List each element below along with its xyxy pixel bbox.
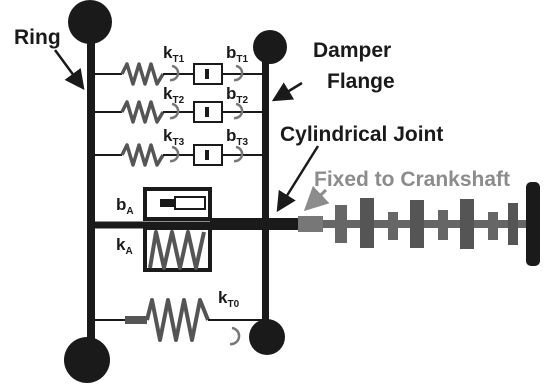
symbol-ba: bA bbox=[116, 195, 134, 217]
spring-ka bbox=[148, 230, 206, 270]
flange-mass-bottom bbox=[249, 319, 285, 355]
symbol-ka: kA bbox=[116, 235, 133, 257]
spring-kt2 bbox=[120, 100, 165, 124]
cylindrical-joint-shaft bbox=[210, 216, 323, 232]
crankshaft-flywheel bbox=[526, 182, 540, 266]
flange-structure bbox=[249, 30, 287, 355]
torsional-row-3 bbox=[95, 143, 262, 167]
crankshaft-arrow bbox=[303, 185, 330, 212]
spring-kt3 bbox=[120, 143, 165, 167]
torsional-row-0 bbox=[95, 298, 262, 342]
symbol-kt1: kT1 bbox=[163, 43, 185, 65]
symbol-bt2: bT2 bbox=[226, 84, 248, 106]
ring-structure bbox=[64, 0, 112, 383]
ring-mass-top bbox=[68, 0, 112, 44]
ring-bar bbox=[87, 20, 95, 360]
flange-bar bbox=[262, 45, 269, 340]
ring-mass-bottom bbox=[64, 337, 110, 383]
torsional-row-2 bbox=[95, 100, 262, 124]
joint-arrow bbox=[276, 145, 320, 213]
torsional-row-1 bbox=[95, 62, 262, 86]
spring-kt1 bbox=[120, 62, 165, 86]
symbol-kt0: kT0 bbox=[218, 288, 240, 310]
spring-kt0 bbox=[145, 298, 210, 342]
symbol-bt1: bT1 bbox=[226, 43, 248, 65]
fixed-to-crankshaft-label: Fixed to Crankshaft bbox=[314, 168, 510, 191]
crankshaft bbox=[323, 182, 540, 266]
flange-arrow bbox=[271, 81, 303, 102]
symbol-bt3: bT3 bbox=[226, 126, 248, 148]
ring-arrow bbox=[53, 49, 85, 91]
symbol-kt3: kT3 bbox=[163, 126, 185, 148]
cylindrical-joint-label: Cylindrical Joint bbox=[280, 123, 443, 146]
symbol-kt2: kT2 bbox=[163, 84, 185, 106]
damper-flange-label-1: Damper bbox=[313, 39, 391, 62]
rotation-arrows bbox=[169, 64, 244, 346]
damper-flange-label-2: Flange bbox=[327, 70, 395, 93]
ring-label: Ring bbox=[14, 26, 61, 49]
flange-mass-top bbox=[253, 30, 287, 64]
